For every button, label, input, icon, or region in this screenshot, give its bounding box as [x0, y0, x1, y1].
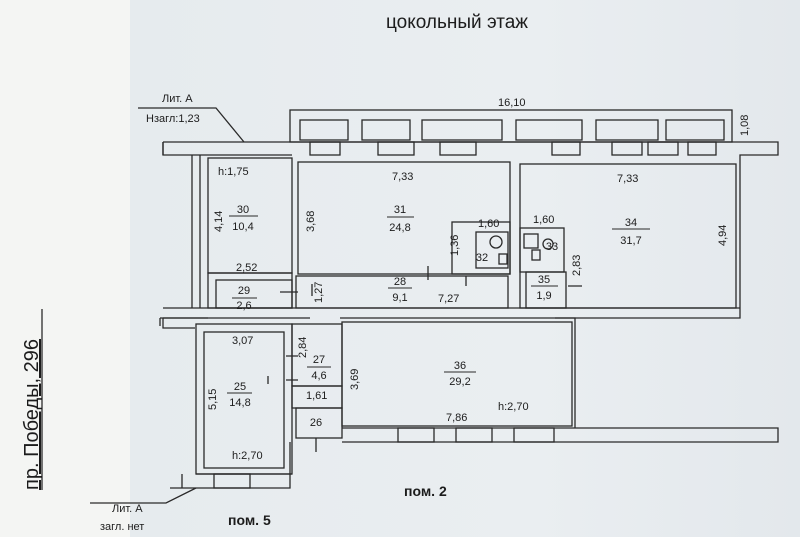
room-33-id: 33: [546, 241, 558, 253]
room-29-area: 2,6: [236, 300, 251, 312]
dim-r28-w: 7,27: [438, 293, 459, 305]
room-32-id: 32: [476, 252, 488, 264]
room-31-id: 31: [394, 204, 406, 216]
dim-r34-h: 4,94: [717, 225, 729, 246]
lit-top-line1: Лит. А: [162, 93, 193, 105]
dim-r31-h: 3,68: [305, 211, 317, 232]
plan-background: [130, 0, 800, 537]
dim-r33-w: 1,60: [533, 214, 554, 226]
plan-title: цокольный этаж: [386, 12, 528, 33]
room-28-area: 9,1: [392, 292, 407, 304]
street-label: пр. Победы, 296: [8, 305, 48, 495]
room-25-area: 14,8: [229, 397, 250, 409]
room-30-area: 10,4: [232, 221, 253, 233]
dim-r32-h: 1,36: [449, 235, 461, 256]
room-34-id: 34: [625, 217, 637, 229]
room-35-id: 35: [538, 274, 550, 286]
room-35-area: 1,9: [536, 290, 551, 302]
dim-r34-w: 7,33: [617, 173, 638, 185]
pom2-label: пом. 2: [404, 483, 447, 499]
room-28-id: 28: [394, 276, 406, 288]
dim-r25-h: 5,15: [207, 389, 219, 410]
dim-r30-h: 4,14: [213, 211, 225, 232]
dim-r28-h: 1,27: [313, 282, 325, 303]
lit-bottom-line1: Лит. А: [112, 503, 143, 515]
room-36-area: 29,2: [449, 376, 470, 388]
dim-r36-ceiling: h:2,70: [498, 401, 529, 413]
dim-r29-w: 2,52: [236, 262, 257, 274]
dim-r36-h: 3,69: [349, 369, 361, 390]
room-26-id: 26: [310, 417, 322, 429]
dim-r32-w: 1,60: [478, 218, 499, 230]
left-margin-strip: [0, 0, 130, 537]
room-31-area: 24,8: [389, 222, 410, 234]
dim-r26-w: 1,61: [306, 390, 327, 402]
pom5-label: пом. 5: [228, 512, 271, 528]
room-36-id: 36: [454, 360, 466, 372]
room-27-area: 4,6: [311, 370, 326, 382]
room-25-id: 25: [234, 381, 246, 393]
dim-r25-ceiling: h:2,70: [232, 450, 263, 462]
lit-top-line2: Нзагл:1,23: [146, 113, 200, 125]
dim-r35-h: 2,83: [571, 255, 583, 276]
lit-bottom-line2: загл. нет: [100, 521, 144, 533]
dim-r31-w: 7,33: [392, 171, 413, 183]
dim-r36-w: 7,86: [446, 412, 467, 424]
room-34-area: 31,7: [620, 235, 641, 247]
room-29-id: 29: [238, 285, 250, 297]
dim-r30-ceiling: h:1,75: [218, 166, 249, 178]
dim-r25-w: 3,07: [232, 335, 253, 347]
dim-top-total: 16,10: [498, 97, 526, 109]
dim-right-side: 1,08: [739, 115, 751, 136]
room-30-id: 30: [237, 204, 249, 216]
dim-r27-h: 2,84: [297, 337, 309, 358]
street-text: пр. Победы, 296: [21, 339, 43, 490]
room-27-id: 27: [313, 354, 325, 366]
